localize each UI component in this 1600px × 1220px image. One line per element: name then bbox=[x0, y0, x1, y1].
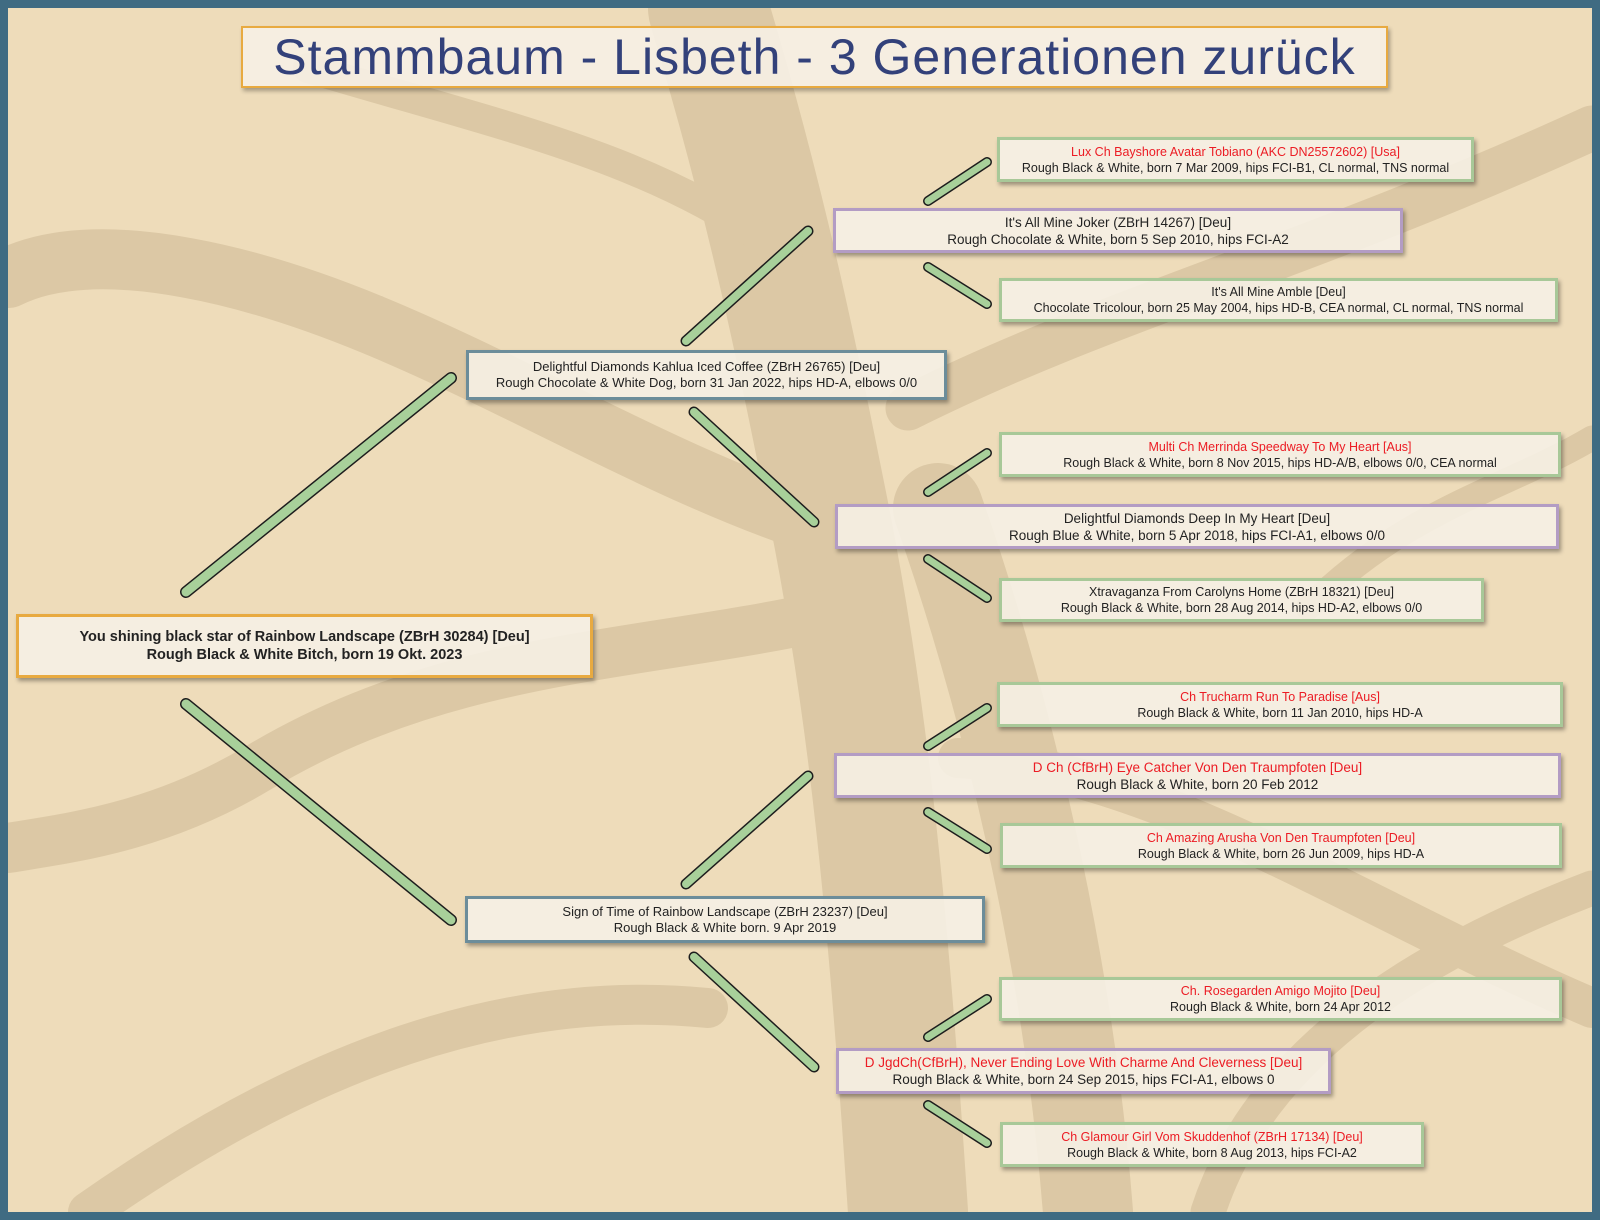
dog-card-gen3-0[interactable]: Lux Ch Bayshore Avatar Tobiano (AKC DN25… bbox=[997, 137, 1474, 182]
dog-card-root[interactable]: You shining black star of Rainbow Landsc… bbox=[16, 614, 593, 678]
connector-line bbox=[924, 995, 991, 1041]
connector-line bbox=[682, 772, 812, 888]
connector-line bbox=[924, 704, 991, 750]
dog-details: Chocolate Tricolour, born 25 May 2004, h… bbox=[1033, 301, 1524, 315]
dog-name: Multi Ch Merrinda Speedway To My Heart [… bbox=[1148, 439, 1412, 454]
connector-line bbox=[924, 555, 991, 602]
dog-details: Rough Black & White, born 7 Mar 2009, hi… bbox=[1021, 160, 1450, 175]
dog-details: Rough Black & White Bitch, born 19 Okt. … bbox=[146, 647, 463, 663]
dog-name: Delightful Diamonds Kahlua Iced Coffee (… bbox=[532, 359, 881, 374]
dog-name: It's All Mine Joker (ZBrH 14267) [Deu] bbox=[1004, 214, 1232, 230]
dog-card-gen3-6[interactable]: Ch. Rosegarden Amigo Mojito [Deu] Rough B… bbox=[999, 977, 1562, 1021]
dog-card-gen3-5[interactable]: Ch Amazing Arusha Von Den Traumpfoten [D… bbox=[1000, 823, 1562, 868]
dog-name: Ch Glamour Girl Vom Skuddenhof (ZBrH 171… bbox=[1061, 1129, 1363, 1144]
connector-line bbox=[924, 449, 991, 496]
connector-line bbox=[924, 808, 991, 853]
connector-line bbox=[690, 408, 818, 526]
connector-line bbox=[181, 373, 456, 597]
dog-details: Rough Black & White, born 28 Aug 2014, h… bbox=[1060, 601, 1423, 615]
connector-line bbox=[924, 263, 991, 308]
dog-name: D Ch (CfBrH) Eye Catcher Von Den Traumpf… bbox=[1032, 759, 1363, 775]
dog-details: Rough Black & White, born 24 Apr 2012 bbox=[1170, 1000, 1391, 1014]
pedigree-canvas: Stammbaum - Lisbeth - 3 Generationen zur… bbox=[8, 8, 1592, 1212]
dog-name: Sign of Time of Rainbow Landscape (ZBrH … bbox=[562, 903, 888, 919]
dog-name: Ch Amazing Arusha Von Den Traumpfoten [D… bbox=[1146, 830, 1416, 845]
connector-line bbox=[181, 699, 456, 925]
connector-line bbox=[924, 1101, 991, 1147]
dog-details: Rough Black & White, born 11 Jan 2010, h… bbox=[1137, 705, 1423, 720]
dog-details: Rough Chocolate & White, born 5 Sep 2010… bbox=[947, 231, 1289, 247]
dog-details: Rough Black & White born. 9 Apr 2019 bbox=[613, 919, 837, 935]
dog-card-gen3-4[interactable]: Ch Trucharm Run To Paradise [Aus]Rough B… bbox=[997, 682, 1563, 727]
dog-name: Delightful Diamonds Deep In My Heart [De… bbox=[1063, 510, 1331, 526]
dog-name: D JgdCh(CfBrH), Never Ending Love With C… bbox=[864, 1055, 1303, 1070]
connector-line bbox=[690, 953, 818, 1071]
page-title: Stammbaum - Lisbeth - 3 Generationen zur… bbox=[241, 26, 1388, 88]
dog-details: Rough Black & White, born 8 Nov 2015, hi… bbox=[1063, 455, 1497, 470]
dog-name: Xtravaganza From Carolyns Home (ZBrH 183… bbox=[1089, 585, 1394, 599]
dog-card-gen3-1[interactable]: It's All Mine Amble [Deu] Chocolate Trico… bbox=[999, 278, 1558, 322]
dog-name: Ch Trucharm Run To Paradise [Aus] bbox=[1180, 689, 1380, 704]
dog-card-sire[interactable]: Delightful Diamonds Kahlua Iced Coffee (… bbox=[466, 350, 947, 400]
dog-card-dam[interactable]: Sign of Time of Rainbow Landscape (ZBrH … bbox=[465, 896, 985, 943]
dog-details: Rough Black & White, born 24 Sep 2015, h… bbox=[892, 1072, 1275, 1087]
dog-card-gen2-3[interactable]: D JgdCh(CfBrH), Never Ending Love With C… bbox=[836, 1048, 1331, 1094]
connector-line bbox=[924, 158, 991, 205]
dog-details: Rough Black & White, born 20 Feb 2012 bbox=[1076, 776, 1319, 792]
dog-details: Rough Black & White, born 26 Jun 2009, h… bbox=[1137, 846, 1425, 861]
dog-name: Ch. Rosegarden Amigo Mojito [Deu] bbox=[1180, 984, 1381, 998]
dog-details: Rough Black & White, born 8 Aug 2013, hi… bbox=[1067, 1145, 1357, 1160]
dog-card-gen2-2[interactable]: D Ch (CfBrH) Eye Catcher Von Den Traumpf… bbox=[834, 753, 1561, 798]
connector-layer bbox=[180, 157, 992, 1148]
dog-details: Rough Chocolate & White Dog, born 31 Jan… bbox=[495, 375, 918, 390]
dog-name: You shining black star of Rainbow Landsc… bbox=[79, 629, 530, 645]
dog-card-gen2-0[interactable]: It's All Mine Joker (ZBrH 14267) [Deu]Ro… bbox=[833, 208, 1403, 253]
dog-card-gen3-3[interactable]: Xtravaganza From Carolyns Home (ZBrH 183… bbox=[999, 578, 1484, 622]
connector-line bbox=[682, 227, 812, 345]
dog-name: It's All Mine Amble [Deu] bbox=[1211, 285, 1346, 299]
dog-card-gen3-7[interactable]: Ch Glamour Girl Vom Skuddenhof (ZBrH 171… bbox=[1000, 1122, 1424, 1167]
dog-card-gen3-2[interactable]: Multi Ch Merrinda Speedway To My Heart [… bbox=[999, 432, 1561, 477]
dog-name: Lux Ch Bayshore Avatar Tobiano (AKC DN25… bbox=[1071, 144, 1400, 159]
dog-card-gen2-1[interactable]: Delightful Diamonds Deep In My Heart [De… bbox=[835, 504, 1559, 549]
dog-details: Rough Blue & White, born 5 Apr 2018, hip… bbox=[1009, 527, 1385, 543]
